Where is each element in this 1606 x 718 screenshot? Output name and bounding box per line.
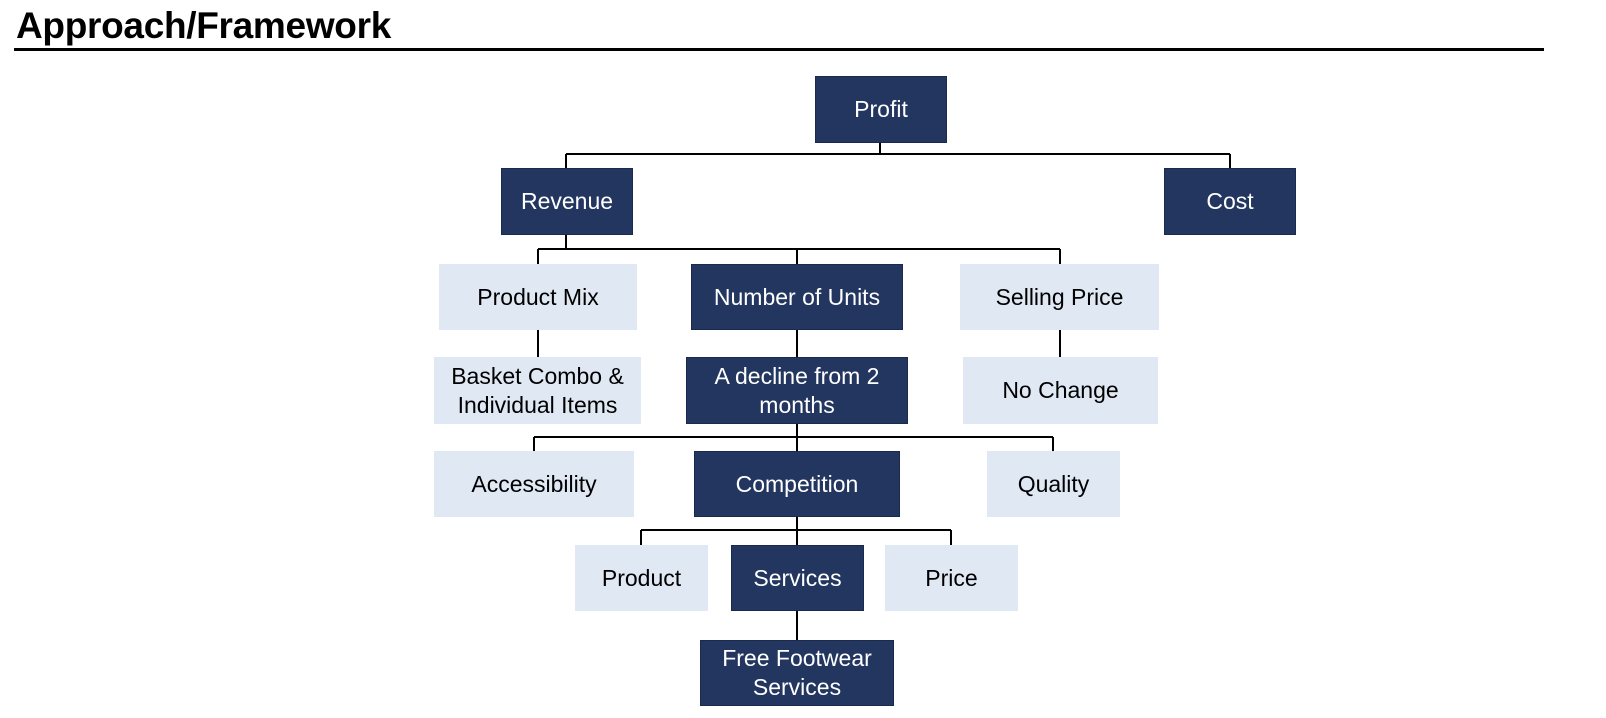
node-cost: Cost — [1164, 168, 1296, 235]
node-number-of-units: Number of Units — [691, 264, 903, 330]
node-no-change: No Change — [963, 357, 1158, 424]
title-divider — [14, 48, 1544, 51]
node-profit: Profit — [815, 76, 947, 143]
connector-competition-children — [640, 517, 952, 545]
node-quality: Quality — [987, 451, 1120, 517]
node-selling-price: Selling Price — [960, 264, 1159, 330]
node-revenue: Revenue — [501, 168, 633, 235]
node-product-mix: Product Mix — [439, 264, 637, 330]
node-accessibility: Accessibility — [434, 451, 634, 517]
node-price: Price — [885, 545, 1018, 611]
node-decline: A decline from 2 months — [686, 357, 908, 424]
node-competition: Competition — [694, 451, 900, 517]
page-title: Approach/Framework — [16, 5, 391, 46]
node-product: Product — [575, 545, 708, 611]
connector-decline-children — [533, 424, 1054, 451]
node-free-footwear: Free Footwear Services — [700, 640, 894, 706]
node-services: Services — [731, 545, 864, 611]
connector-profit-children — [565, 143, 1231, 168]
node-basket-combo: Basket Combo & Individual Items — [434, 357, 641, 424]
connector-revenue-children — [537, 235, 1061, 264]
